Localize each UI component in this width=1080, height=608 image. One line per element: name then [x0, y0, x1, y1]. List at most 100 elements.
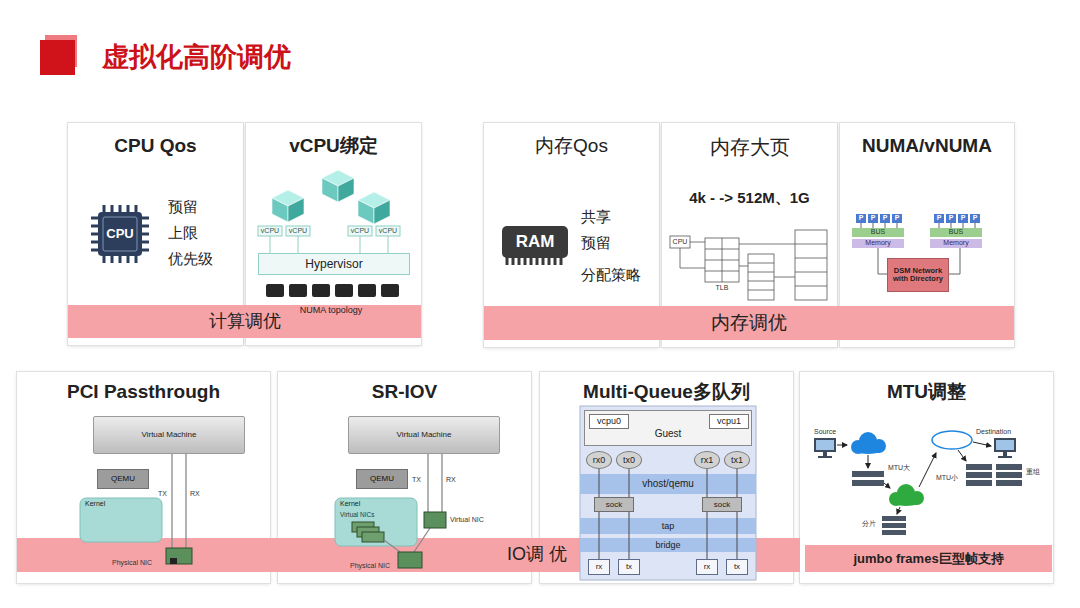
socket-box: sock [594, 497, 634, 512]
node-text: rx [704, 562, 711, 572]
mtu-figure [996, 464, 1022, 470]
node-text: 预留 [581, 234, 611, 252]
label-slot: P [946, 214, 956, 222]
ram-icon [502, 226, 568, 265]
numa-chips [312, 284, 330, 297]
mtu-figure [814, 438, 836, 452]
vhost-layer: vhost/qemu [580, 474, 756, 494]
page-table-diagram [705, 238, 739, 282]
text-slot: 分配策略 [581, 266, 641, 284]
diagram-label: TLB [705, 284, 739, 292]
vcpu-slots [258, 226, 400, 236]
page-table-diagram [670, 236, 690, 248]
label-slot: vCPU [348, 227, 372, 235]
queue-box: tx [618, 559, 640, 575]
mtu-figure [816, 440, 834, 450]
label-slot: P [934, 214, 944, 222]
node-text: Virtual Machine [142, 430, 197, 440]
diagram-label: P [958, 214, 968, 222]
label-slot: Destination [976, 428, 1011, 436]
title-logo [40, 40, 75, 75]
node-text: Virtual Machine [397, 430, 452, 440]
diagram-label: MTU大 [888, 464, 910, 472]
label-slot: TLB [705, 284, 739, 292]
mtu-figure [958, 450, 966, 461]
numa-chips [358, 284, 376, 297]
text-slot: 优先级 [168, 250, 213, 268]
mtu-figure [852, 444, 884, 454]
label-slot: RAM [502, 232, 568, 252]
card-heading: CPU Qos [68, 135, 243, 158]
mtu-figure [994, 438, 1016, 452]
connector-line [598, 469, 599, 497]
slide-title: 虚拟化高阶调优 [102, 41, 291, 73]
diagram-label: Virtual NIC [450, 516, 484, 524]
text-slot: Multi-Queue多队列 [540, 381, 793, 404]
mtu-figure [882, 516, 906, 521]
multi-queue-figure [580, 406, 756, 580]
mtu-figure [996, 440, 1014, 450]
node-text: vhost/qemu [642, 478, 694, 490]
label-slot: vCPU [258, 227, 282, 235]
node-text: 分配策略 [581, 266, 641, 284]
label-slot: P [892, 214, 902, 222]
diagram-label: vCPU [286, 227, 310, 235]
node-text: Kernel [85, 500, 105, 508]
text-slot: 4k - -> 512M、1G [662, 189, 837, 207]
title-slot: 虚拟化高阶调优 [102, 41, 291, 73]
node-text: 上限 [168, 224, 198, 242]
mtu-figure [884, 483, 890, 488]
numa-diagram [934, 214, 944, 223]
vcpu-slots [286, 226, 310, 236]
vm-box: Virtual Machine [348, 416, 500, 454]
text-slot: SR-IOV [278, 381, 531, 404]
node-text: jumbo frames巨型帧支持 [853, 551, 1003, 567]
node-text: 内存调优 [711, 312, 787, 335]
node-text: rx1 [701, 455, 714, 466]
mtu-figure [868, 455, 869, 468]
card-heading: 内存Qos [484, 135, 659, 158]
numa-diagram [852, 214, 982, 274]
mtu-figure [998, 456, 1012, 458]
page-table-diagram [680, 242, 795, 277]
numa-diagram [856, 214, 980, 223]
diagram-label: Source [814, 428, 836, 436]
label-slot: P [880, 214, 890, 222]
qemu-box: QEMU [356, 469, 408, 489]
multi-queue-figure [580, 518, 756, 534]
text-slot: 内存大页 [662, 135, 837, 159]
mtu-figure [818, 456, 832, 458]
label-slot: Virtual NIC [450, 516, 484, 524]
mtu-figure [897, 507, 900, 514]
mtu-figure [966, 464, 992, 470]
text-slot: 预留 [581, 234, 611, 252]
page-table-diagram [795, 244, 827, 286]
pci-passthrough-figure [166, 548, 192, 564]
numa-chips [335, 284, 353, 297]
vcpu-cubes [288, 198, 304, 222]
label-slot: Physical NIC [350, 562, 390, 570]
node-text: Kernel [340, 500, 360, 508]
node-text: vcpu1 [717, 416, 741, 427]
diagram-label: CPU [92, 226, 148, 242]
node-text: 4k - -> 512M、1G [662, 189, 837, 207]
numa-chips [289, 284, 307, 297]
label-slot: Source [814, 428, 836, 436]
connector-line [706, 469, 707, 497]
mtu-figure [852, 480, 884, 486]
pci-passthrough-figure [172, 454, 186, 548]
page-table-diagram [748, 254, 774, 300]
diagram-label: RAM [502, 232, 568, 252]
mtu-figure [889, 484, 924, 506]
numa-diagram [880, 214, 890, 223]
vcpu-cubes [338, 178, 354, 202]
sr-iov-figure [362, 532, 384, 542]
node-text: QEMU [370, 474, 394, 484]
queue-box: rx [588, 559, 610, 575]
node-text: DSM Network with Directory [890, 267, 946, 284]
node-text: bridge [655, 540, 680, 551]
mtu-figure [851, 432, 886, 454]
kernel-region: Kernel [80, 498, 162, 542]
queue-oval: rx0 [586, 451, 612, 469]
